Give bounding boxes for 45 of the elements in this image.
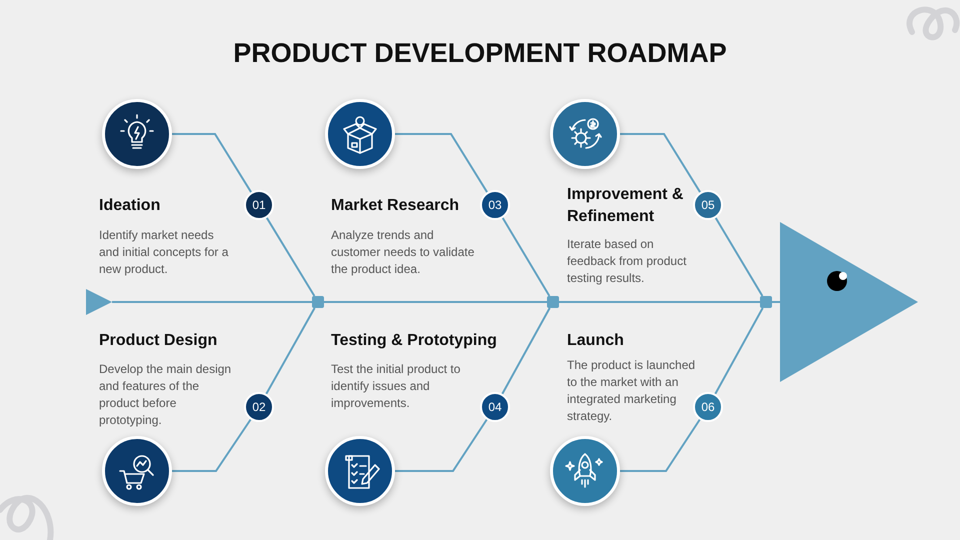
icon-circle (550, 436, 620, 506)
connector-line (501, 308, 551, 394)
icon-circle (325, 436, 395, 506)
connector-line (395, 133, 488, 193)
icon-circle (550, 99, 620, 169)
step-title: Launch (567, 331, 625, 351)
step-description: Test the initial product to identify issues and improvements. (331, 361, 462, 412)
step-description: Iterate based on feedback from product testing results. (567, 236, 688, 287)
fish-head (780, 222, 918, 382)
connector-line (559, 301, 760, 303)
step-title: Ideation (99, 196, 162, 216)
step-title: Product Design (99, 331, 218, 351)
step-title: Testing & Prototyping (331, 331, 498, 351)
title: PRODUCT DEVELOPMENT ROADMAP (232, 38, 728, 69)
connector-line (714, 308, 764, 394)
connector-line (714, 217, 764, 297)
connector-line (502, 217, 550, 297)
step-description: Develop the main design and features of the product before prototyping. (99, 361, 232, 429)
step-number: 05 (693, 190, 723, 220)
step-number: 04 (480, 392, 510, 422)
junction-square (547, 296, 559, 308)
connector-line (112, 301, 312, 303)
connector-line (266, 217, 316, 297)
icon-circle (102, 436, 172, 506)
connector-line (265, 308, 316, 394)
connector-line (324, 301, 547, 303)
step-number: 01 (244, 190, 274, 220)
tail-triangle (86, 289, 112, 315)
connector-line (172, 133, 252, 193)
step-number: 03 (480, 190, 510, 220)
step-number: 02 (244, 392, 274, 422)
icon-circle (102, 99, 172, 169)
step-title: Improvement & Refinement (567, 185, 684, 227)
junction-square (760, 296, 772, 308)
icon-circle (325, 99, 395, 169)
connector-line (772, 301, 780, 303)
step-title: Market Research (331, 196, 460, 216)
connector-line (620, 133, 701, 193)
step-number: 06 (693, 392, 723, 422)
connector-line (620, 418, 701, 472)
connector-line (172, 418, 252, 472)
junction-square (312, 296, 324, 308)
step-description: Identify market needs and initial concepts for a new product. (99, 227, 230, 278)
step-description: Analyze trends and customer needs to validate the product idea. (331, 227, 476, 278)
connector-line (395, 418, 488, 472)
